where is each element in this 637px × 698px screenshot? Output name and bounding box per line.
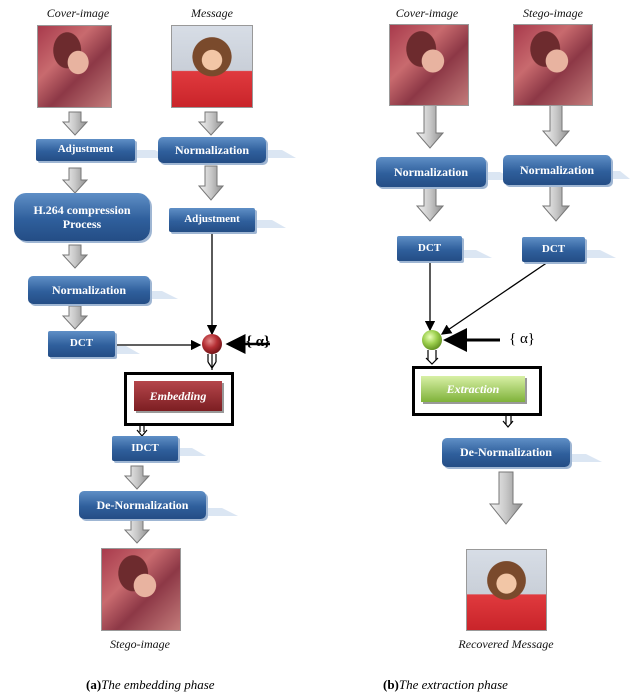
message-caption: Message [191, 6, 233, 20]
flow-arrow [117, 233, 270, 354]
phase-a-title: The embedding phase [101, 677, 215, 692]
stego-image [513, 24, 593, 106]
de-normalization-box: De-Normalization [442, 438, 570, 467]
normalization-box: Normalization [376, 157, 486, 187]
phase-a-prefix: (a) [86, 677, 102, 692]
cover-image [389, 24, 469, 106]
cover-image-caption: Cover-image [395, 6, 459, 20]
message-image [171, 25, 253, 108]
stego-image [101, 548, 181, 631]
flow-arrow [424, 261, 549, 352]
recovered-message-image [466, 549, 547, 631]
stego-image-caption: Stego-image [523, 6, 583, 20]
stego-image-caption: Stego-image [110, 637, 170, 651]
phase-b-title: The extraction phase [398, 677, 508, 692]
block-arrow [61, 111, 225, 544]
normalization-box: Normalization [28, 276, 150, 304]
block-arrow [415, 104, 571, 525]
combiner-node [422, 330, 442, 350]
dct-box: DCT [522, 237, 585, 262]
alpha-parameter: { α} [246, 334, 270, 350]
dct-box: DCT [397, 236, 462, 261]
embedding-box: Embedding [134, 381, 222, 411]
combiner-node [202, 334, 222, 354]
cover-image-caption: Cover-image [46, 6, 110, 20]
phase-b-prefix: (b) [383, 677, 399, 692]
h264-compression-box: H.264 compression Process [14, 193, 150, 241]
extraction-box: Extraction [421, 376, 525, 402]
normalization-box: Normalization [158, 137, 266, 163]
alpha-parameter: { α} [509, 331, 536, 347]
cover-image [37, 25, 112, 108]
phase-b-label: (b)The extraction phase [383, 677, 508, 693]
fork-connector [425, 350, 514, 428]
de-normalization-box: De-Normalization [79, 491, 206, 519]
phase-a-label: (a)The embedding phase [86, 677, 215, 693]
adjustment-box: Adjustment [169, 208, 255, 232]
normalization-box: Normalization [503, 155, 611, 185]
recovered-message-caption: Recovered Message [458, 637, 554, 651]
dct-box: DCT [48, 331, 115, 357]
idct-box: IDCT [112, 436, 178, 461]
adjustment-box: Adjustment [36, 139, 135, 161]
